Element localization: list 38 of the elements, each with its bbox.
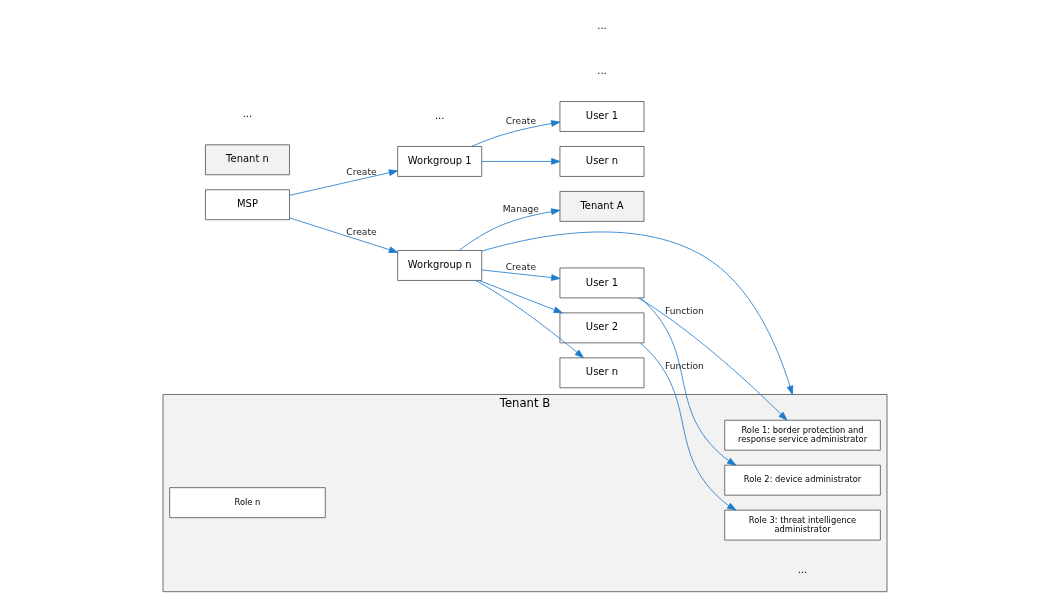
label: ... bbox=[597, 65, 607, 77]
node-box: Role 3: threat intelligence administrator bbox=[724, 509, 881, 541]
arrow bbox=[475, 280, 584, 359]
arrow bbox=[458, 208, 561, 251]
arrow bbox=[639, 297, 737, 466]
arrow bbox=[638, 297, 788, 421]
node-box: Tenant n bbox=[205, 144, 290, 176]
arrow bbox=[289, 169, 398, 196]
edge-label: Function bbox=[664, 306, 704, 317]
arrow bbox=[481, 269, 561, 281]
arrow bbox=[481, 158, 561, 165]
arrow bbox=[289, 217, 398, 253]
node-box: User n bbox=[559, 357, 645, 389]
edge-label: Create bbox=[346, 226, 377, 237]
node-box: Role 1: border protection and response service administrator bbox=[724, 419, 881, 451]
node-box: User 1 bbox=[559, 267, 645, 299]
edge-label: Create bbox=[346, 166, 377, 177]
edge-label: Create bbox=[505, 262, 537, 273]
arrow bbox=[639, 342, 737, 511]
node-box: Tenant A bbox=[559, 191, 645, 222]
node-box: Role 2: device administrator bbox=[724, 464, 881, 496]
node-box: MSP bbox=[205, 189, 290, 221]
node-box: Workgroup n bbox=[397, 250, 483, 281]
edge-label: Manage bbox=[502, 204, 539, 215]
arrow bbox=[479, 280, 563, 314]
label: ... bbox=[242, 108, 253, 120]
label: ... bbox=[597, 20, 607, 32]
node-box: User n bbox=[559, 146, 645, 177]
node-box: User 2 bbox=[559, 312, 645, 344]
node-box: Workgroup 1 bbox=[397, 146, 483, 177]
node-box: Role n bbox=[169, 487, 326, 519]
node-box: User 1 bbox=[559, 101, 645, 132]
arrow bbox=[471, 120, 561, 147]
label: ... bbox=[434, 110, 445, 122]
edge-label: Function bbox=[664, 361, 704, 372]
edge-label: Create bbox=[505, 115, 537, 126]
arrow bbox=[481, 231, 794, 395]
label: ... bbox=[797, 563, 808, 575]
